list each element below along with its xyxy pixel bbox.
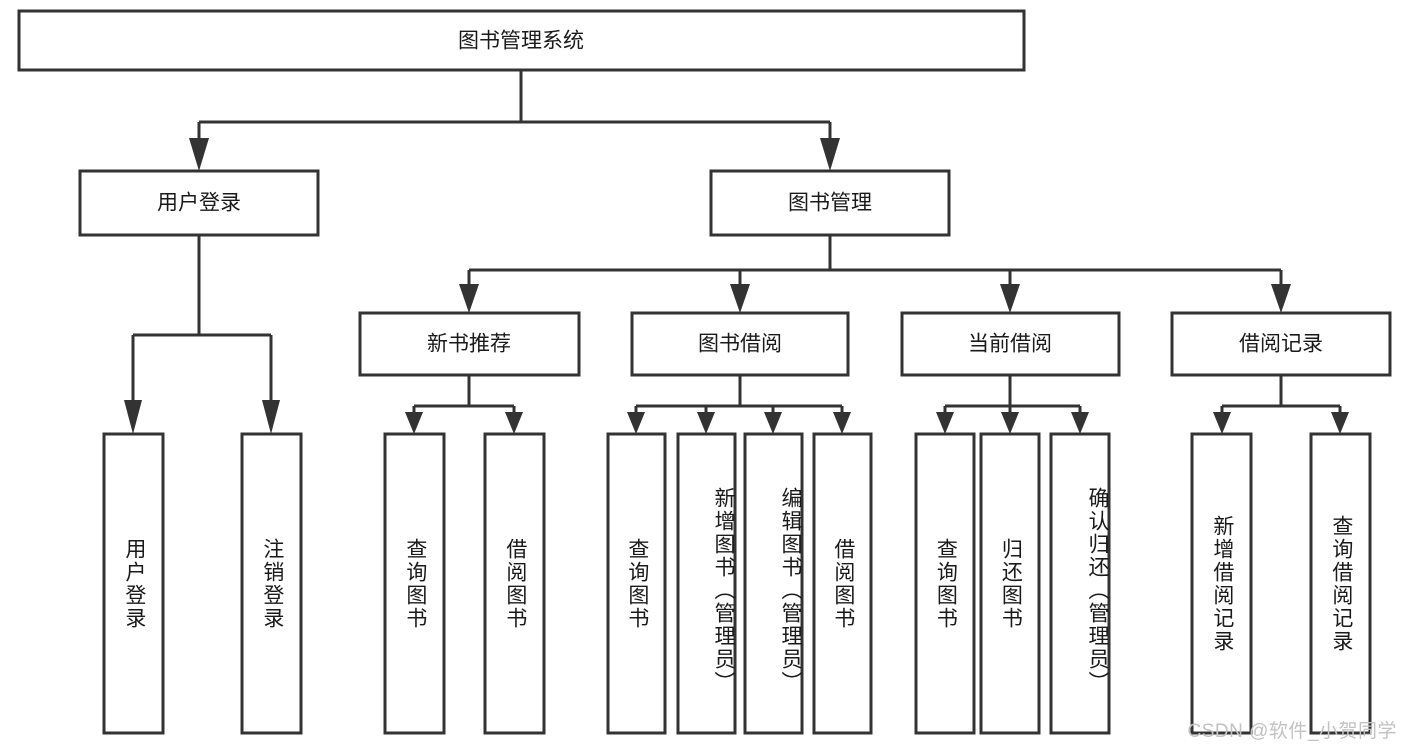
arrow-head-icon [697, 412, 715, 434]
node-book-management-box[interactable] [709, 169, 951, 237]
arrow-head-icon [505, 412, 523, 434]
node-leaf-query-record-box[interactable] [1309, 432, 1372, 735]
node-leaf-query-book-3-box[interactable] [914, 432, 976, 735]
arrow-head-icon [820, 138, 840, 171]
node-new-book-recommend-label: 新书推荐 [427, 333, 511, 356]
node-leaf-edit-book-box[interactable] [743, 432, 804, 735]
node-root-box[interactable] [17, 9, 1026, 72]
arrow-head-icon [936, 412, 954, 434]
arrow-head-icon [1213, 412, 1231, 434]
arrow-head-icon [405, 412, 423, 434]
arrow-head-icon [1331, 412, 1349, 434]
arrow-head-icon [1000, 284, 1020, 313]
watermark-text: CSDN @软件_小贺同学 [1187, 721, 1397, 742]
arrow-head-icon [459, 284, 479, 313]
node-borrow-record-label: 借阅记录 [1239, 333, 1323, 356]
arrow-head-icon [627, 412, 645, 434]
arrow-head-icon [730, 284, 750, 313]
node-book-management-label: 图书管理 [788, 192, 872, 215]
node-root-label: 图书管理系统 [458, 30, 584, 53]
node-leaf-query-book-1-box[interactable] [383, 432, 446, 735]
node-leaf-borrow-book-2-box[interactable] [812, 432, 873, 735]
node-leaf-query-book-2-box[interactable] [606, 432, 667, 735]
node-leaf-user-logout-box[interactable] [240, 432, 303, 735]
node-leaf-borrow-book-1-box[interactable] [483, 432, 546, 735]
node-current-borrow-label: 当前借阅 [968, 333, 1052, 356]
node-leaf-return-book-box[interactable] [979, 432, 1041, 735]
node-current-borrow-box[interactable] [900, 311, 1121, 377]
node-book-borrow-label: 图书借阅 [698, 333, 782, 356]
arrow-head-icon [124, 400, 142, 434]
node-layer: 图书管理系统 用户登录 图书管理 新书推荐 图书借阅 当前借阅 借阅记录 [17, 9, 1392, 735]
node-leaf-add-book-box[interactable] [676, 432, 737, 735]
node-new-book-recommend-box[interactable] [358, 311, 581, 377]
arrow-head-icon [1271, 284, 1291, 313]
node-user-login-box[interactable] [78, 169, 320, 237]
node-leaf-confirm-return-box[interactable] [1049, 432, 1111, 735]
arrow-head-icon [764, 412, 782, 434]
node-user-login-label: 用户登录 [157, 192, 241, 215]
arrow-head-icon [1071, 412, 1089, 434]
node-leaf-add-record-box[interactable] [1190, 432, 1253, 735]
arrow-head-icon [1001, 412, 1019, 434]
node-book-borrow-box[interactable] [630, 311, 850, 377]
arrow-head-icon [189, 138, 209, 171]
connector-layer [124, 70, 1349, 434]
arrow-head-icon [833, 412, 851, 434]
node-leaf-user-login-box[interactable] [102, 432, 165, 735]
node-borrow-record-box[interactable] [1170, 311, 1392, 377]
arrow-head-icon [262, 400, 280, 434]
